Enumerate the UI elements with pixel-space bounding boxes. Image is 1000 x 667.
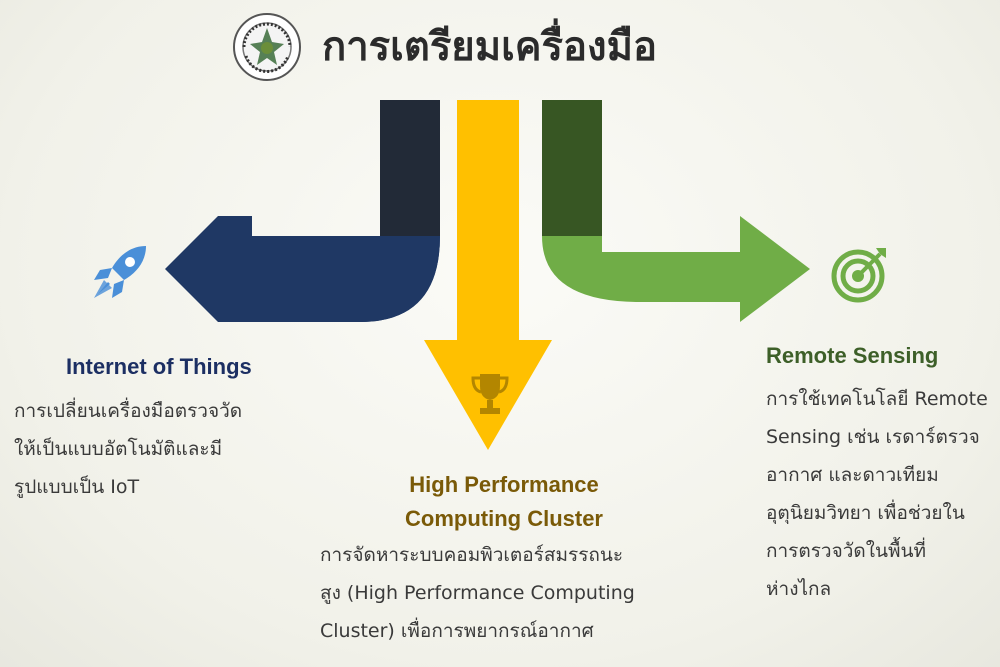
rs-line: ห่างไกล [766, 578, 832, 600]
hpc-title-line: High Performance [409, 472, 599, 497]
iot-line: รูปแบบเป็น IoT [14, 476, 140, 498]
hpc-description: การจัดหาระบบคอมพิวเตอร์สมรรถนะ สูง (High… [320, 536, 635, 650]
rocket-icon [94, 246, 146, 298]
hpc-title-line: Computing Cluster [405, 506, 603, 531]
hpc-title: High Performance Computing Cluster [405, 468, 603, 536]
rs-line: อุตุนิยมวิทยา เพื่อช่วยใน [766, 502, 965, 524]
iot-arrow [165, 100, 440, 322]
page-title: การเตรียมเครื่องมือ [322, 24, 657, 70]
iot-description: การเปลี่ยนเครื่องมือตรวจวัด ให้เป็นแบบอั… [14, 392, 242, 506]
hpc-line: สูง (High Performance Computing [320, 582, 635, 604]
rs-line: Sensing เช่น เรดาร์ตรวจ [766, 426, 980, 448]
department-seal-logo [233, 13, 301, 81]
rs-line: การใช้เทคโนโลยี Remote [766, 388, 988, 410]
rs-title: Remote Sensing [766, 343, 939, 368]
rs-line: อากาศ และดาวเทียม [766, 464, 939, 486]
rs-description: การใช้เทคโนโลยี Remote Sensing เช่น เรดา… [766, 380, 988, 608]
target-icon [831, 248, 886, 303]
iot-line: การเปลี่ยนเครื่องมือตรวจวัด [14, 400, 243, 422]
hpc-line: Cluster) เพื่อการพยากรณ์อากาศ [320, 620, 594, 642]
rs-arrow [542, 100, 810, 322]
rs-line: การตรวจวัดในพื้นที่ [766, 540, 927, 562]
iot-line: ให้เป็นแบบอัตโนมัติและมี [14, 438, 223, 460]
hpc-arrow [424, 100, 552, 450]
iot-title: Internet of Things [66, 354, 252, 379]
hpc-line: การจัดหาระบบคอมพิวเตอร์สมรรถนะ [320, 544, 624, 566]
trophy-icon [471, 374, 509, 414]
